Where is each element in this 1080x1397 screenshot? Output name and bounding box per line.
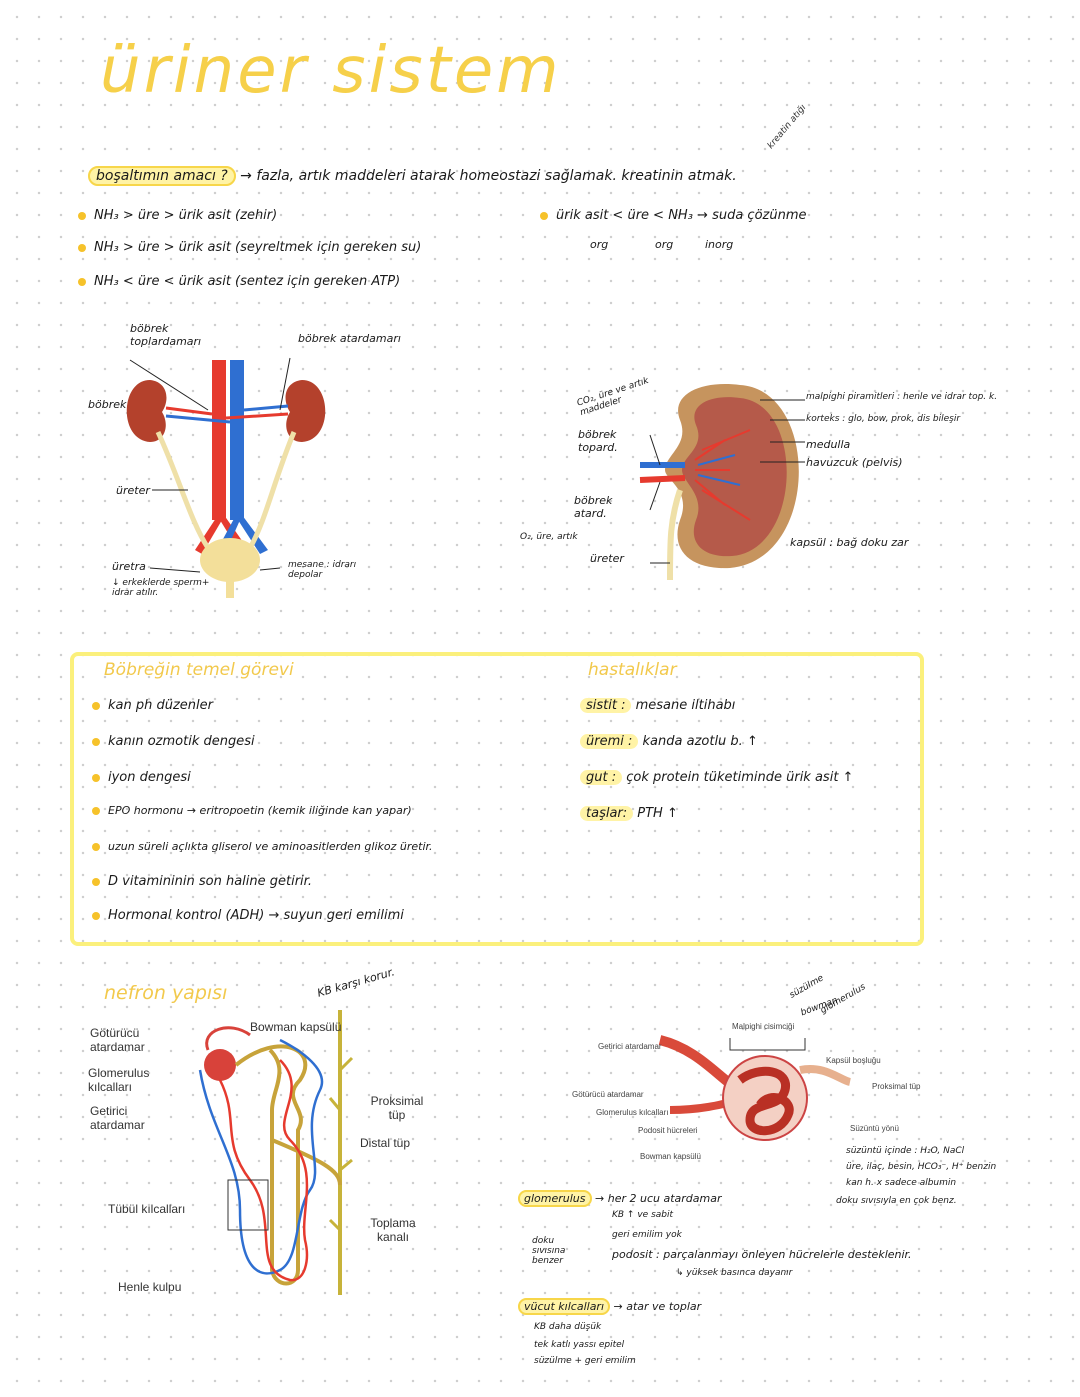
kidney-section-diagram [639, 384, 805, 580]
label-afferent: Getirici atardamar [90, 1104, 145, 1132]
label-filtrate-dir: Süzüntü yönü [850, 1124, 899, 1133]
type-inorg: inorg [705, 238, 734, 251]
label-urethra: üretra [112, 560, 146, 573]
label-capsule-space: Kapsül boşluğu [826, 1056, 881, 1065]
type-org-2: org [655, 238, 674, 251]
label-cortex: korteks : glo, bow, prok, dis bileşir [806, 414, 961, 424]
hw-filtrate: süzüntü içinde : H₂O, NaCl [846, 1146, 965, 1156]
disease-item: sistit : mesane iltihabı [580, 698, 735, 713]
function-item: iyon dengesi [92, 770, 191, 785]
hw-filtrate-3: kan h. x sadece albumin [846, 1178, 957, 1188]
type-org-1: org [590, 238, 609, 251]
label-urethra-note: ↓ erkeklerde sperm+ idrar atılır. [112, 578, 210, 598]
label-glom-caps: Glomerulus kılcalları [596, 1108, 669, 1117]
label-medulla: medulla [806, 438, 851, 451]
nephron-diagram [198, 1010, 354, 1295]
label-bowman: Bowman kapsülü [250, 1020, 342, 1034]
label-malpighi: Malpighi cisimciği [732, 1022, 795, 1031]
malpighi-diagram [658, 1035, 852, 1141]
function-item: kan ph düzenler [92, 698, 213, 713]
page-title: üriner sistem [100, 34, 562, 108]
label-ureter: üreter [116, 484, 150, 497]
label-henle: Henle kulpu [118, 1280, 182, 1294]
disease-item: üremi : kanda azotlu b. ↑ [580, 734, 758, 749]
hw-filtrate-2: üre, ilaç, besin, HCO₃⁻, H⁺ benzin [846, 1162, 997, 1172]
label-proximal-2: Proksimal tüp [872, 1082, 921, 1091]
label-renal-artery: böbrek atardamarı [298, 332, 401, 345]
intro-question-row: boşaltımın amacı ? → fazla, artık maddel… [88, 166, 737, 186]
intro-line-1: NH₃ > üre > ürik asit (zehir) [78, 208, 277, 223]
label-capsule: kapsül : bağ doku zar [790, 536, 909, 549]
function-item: Hormonal kontrol (ADH) → suyun geri emil… [92, 908, 404, 923]
function-item: uzun süreli açlıkta gliserol ve aminoasi… [92, 840, 433, 853]
label-renal-vein-2: böbrek topard. [578, 428, 618, 454]
label-glomerulus: Glomerulus kılcalları [88, 1066, 150, 1094]
function-item: kanın ozmotik dengesi [92, 734, 255, 749]
creatin-note: kreatin atığı [765, 102, 809, 152]
label-efferent-2: Götürücü atardamar [572, 1090, 644, 1099]
label-kidney: böbrek [88, 398, 127, 411]
label-distal: Distal tüp [360, 1136, 411, 1150]
label-ureter-2: üreter [590, 552, 624, 565]
disease-item: gut : çok protein tüketiminde ürik asit … [580, 770, 853, 785]
function-item: EPO hormonu → eritropoetin (kemik iliğin… [92, 804, 412, 817]
label-bowman-2: Bowman kapsülü [640, 1152, 701, 1161]
disease-heading: hastalıklar [588, 660, 677, 680]
label-pelvis: havuzcuk (pelvis) [806, 456, 903, 469]
intro-question: boşaltımın amacı ? [88, 166, 236, 186]
podocyte-note: podosit : parçalanmayı önleyen hücrelerl… [612, 1248, 912, 1261]
function-heading: Böbreğin temel görevi [104, 660, 294, 680]
body-caps-note-2: KB daha düşük [534, 1322, 602, 1332]
nephron-heading: nefron yapısı [104, 982, 228, 1004]
label-bladder: mesane : idrarı depolar [288, 560, 357, 580]
glomerulus-note: glomerulus → her 2 ucu atardamar [518, 1190, 722, 1207]
label-tubule-caps: Tübül kılcalları [108, 1202, 186, 1216]
label-renal-vein: böbrek toplardamarı [130, 322, 202, 348]
intro-line-3: NH₃ < üre < ürik asit (sentez için gerek… [78, 274, 400, 289]
podocyte-note-2: ↳ yüksek basınca dayanır [676, 1268, 793, 1278]
glomerulus-note-2: KB ↑ ve sabit [612, 1210, 674, 1220]
body-caps-note-4: süzülme + geri emilim [534, 1356, 636, 1366]
label-o2: O₂, üre, artık [520, 532, 578, 542]
label-renal-artery-2: böbrek atard. [574, 494, 613, 520]
label-podocyte: Podosit hücreleri [638, 1126, 698, 1135]
label-proximal: Proksimal tüp [370, 1094, 424, 1122]
glomerulus-note-3: geri emilim yok [612, 1230, 682, 1240]
intro-line-2: NH₃ > üre > ürik asit (seyreltmek için g… [78, 240, 421, 255]
urinary-system-diagram [126, 357, 326, 598]
hw-filtration: süzülme [788, 973, 826, 1001]
disease-item: taşlar: PTH ↑ [580, 806, 678, 821]
label-efferent: Götürücü atardamar [90, 1026, 145, 1054]
label-collecting: Toplama kanalı [370, 1216, 416, 1244]
tissue-note: doku sıvısına benzer [532, 1236, 566, 1266]
kidney-function-box [70, 652, 924, 946]
label-afferent-2: Getirici atardamar [598, 1042, 662, 1051]
body-caps-note-3: tek katlı yassı epitel [534, 1340, 625, 1350]
hw-tissue: doku sıvısıyla en çok benz. [836, 1196, 957, 1206]
kb-note: KB karşı korur. [315, 965, 397, 1000]
function-item: D vitamininin son haline getirir. [92, 874, 312, 889]
solubility-line: ürik asit < üre < NH₃ → suda çözünme [540, 208, 807, 223]
label-pyramids: malpighi piramitleri : henle ve idrar to… [806, 392, 998, 402]
intro-answer: → fazla, artık maddeleri atarak homeosta… [240, 168, 737, 184]
body-caps-note: vücut kılcalları → atar ve toplar [518, 1298, 701, 1315]
